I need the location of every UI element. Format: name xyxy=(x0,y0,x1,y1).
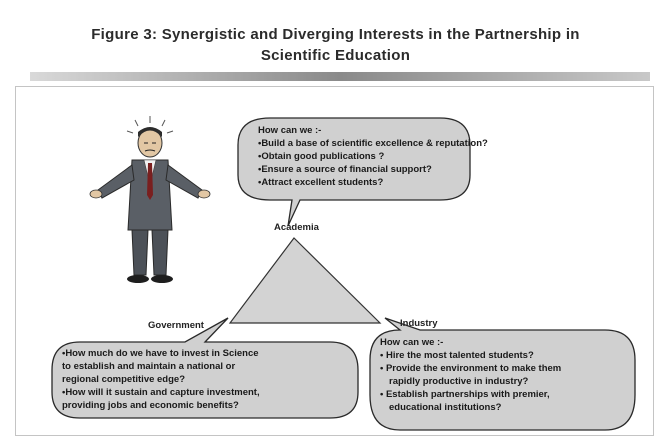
title-divider xyxy=(30,72,650,81)
academia-bubble xyxy=(237,117,471,227)
industry-line: educational institutions? xyxy=(389,402,502,413)
diagram-frame xyxy=(15,86,654,436)
academia-item: •Obtain good publications ? xyxy=(258,151,385,162)
title-line-1: Figure 3: Synergistic and Diverging Inte… xyxy=(91,26,580,43)
industry-heading: How can we :- xyxy=(380,337,444,348)
government-line: providing jobs and economic benefits? xyxy=(62,400,239,411)
industry-label: Industry xyxy=(400,318,438,329)
academia-bubble-text: How can we :- •Build a base of scientifi… xyxy=(258,124,488,189)
confused-businessman-icon xyxy=(89,116,211,283)
partnership-triangle xyxy=(228,237,382,324)
industry-line: • Hire the most talented students? xyxy=(380,350,534,361)
academia-heading: How can we :- xyxy=(258,125,322,136)
government-line: •How much do we have to invest in Scienc… xyxy=(62,348,259,359)
academia-item: •Build a base of scientific excellence &… xyxy=(258,138,488,149)
industry-line: rapidly productive in industry? xyxy=(389,376,529,387)
academia-label: Academia xyxy=(274,222,319,233)
academia-item: •Attract excellent students? xyxy=(258,177,384,188)
industry-line: • Provide the environment to make them xyxy=(380,363,562,374)
title-line-2: Scientific Education xyxy=(260,47,411,64)
government-label: Government xyxy=(148,320,204,331)
government-bubble xyxy=(51,317,359,419)
government-line: •How will it sustain and capture investm… xyxy=(62,387,260,398)
industry-bubble-text: How can we :- • Hire the most talented s… xyxy=(380,336,561,414)
government-line: regional competitive edge? xyxy=(62,374,185,385)
government-bubble-text: •How much do we have to invest in Scienc… xyxy=(62,347,260,412)
industry-line: • Establish partnerships with premier, xyxy=(380,389,550,400)
figure-title: Figure 3: Synergistic and Diverging Inte… xyxy=(20,24,651,66)
government-line: to establish and maintain a national or xyxy=(62,361,236,372)
industry-bubble xyxy=(369,317,636,431)
academia-item: •Ensure a source of financial support? xyxy=(258,164,432,175)
